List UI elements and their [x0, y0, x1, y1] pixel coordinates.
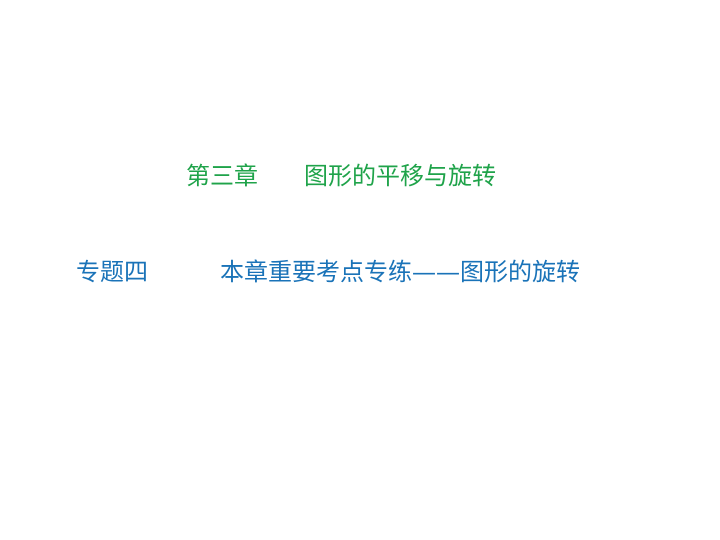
chapter-label: 第三章 — [186, 162, 258, 190]
topic-label: 专题四 — [76, 258, 148, 286]
chapter-title: 图形的平移与旋转 — [304, 162, 496, 190]
topic-heading: 专题四 本章重要考点专练——图形的旋转 — [76, 258, 580, 286]
chapter-heading: 第三章 图形的平移与旋转 — [186, 162, 496, 190]
topic-title: 本章重要考点专练——图形的旋转 — [220, 258, 580, 286]
